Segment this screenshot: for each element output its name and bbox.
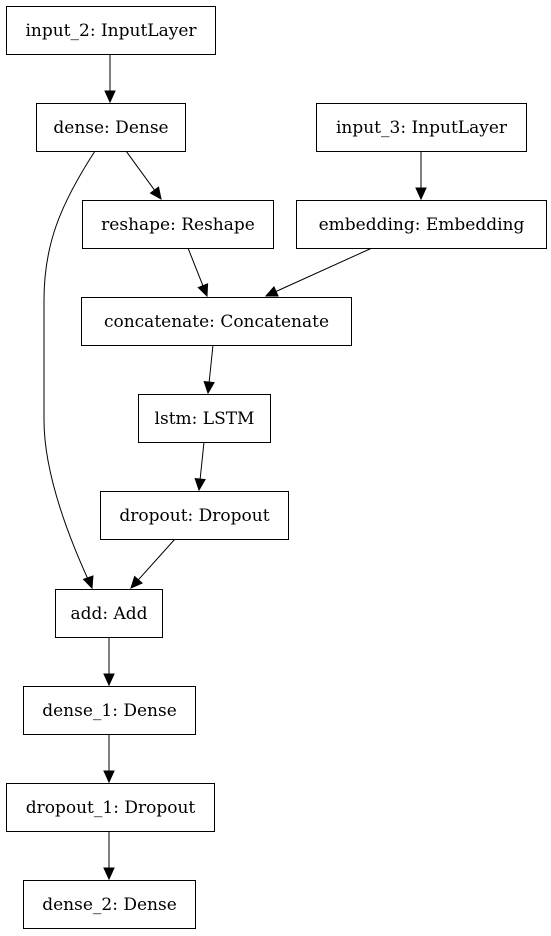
node-label: embedding: Embedding (319, 215, 525, 235)
node-label: dense_1: Dense (42, 701, 177, 721)
arrowhead-icon (194, 477, 206, 492)
node-label: input_2: InputLayer (25, 21, 197, 41)
node-dense-1: dense_1: Dense (23, 686, 196, 735)
node-dense-2: dense_2: Dense (23, 880, 196, 929)
node-add: add: Add (55, 589, 163, 638)
node-input-3: input_3: InputLayer (316, 103, 527, 152)
nodes-layer: input_2: InputLayer dense: Dense input_3: … (6, 6, 547, 929)
node-box (81, 297, 352, 346)
edge-line (187, 247, 204, 287)
node-box (316, 103, 527, 152)
arrowhead-icon (82, 575, 94, 590)
edge-line (199, 441, 205, 481)
edge-dropout-to-add (130, 538, 176, 589)
edge-input_2-to-dense (104, 54, 116, 104)
arrowhead-icon (197, 283, 209, 298)
edge-line (274, 247, 373, 293)
edge-dropout_1-to-dense_2 (103, 831, 115, 881)
edges-layer (43, 54, 427, 881)
edge-dense_1-to-dropout_1 (103, 734, 115, 784)
arrowhead-icon (264, 285, 279, 297)
edge-line (208, 344, 214, 384)
node-label: dense: Dense (53, 118, 168, 138)
node-box (138, 394, 271, 443)
node-box (23, 880, 196, 929)
node-box (296, 200, 547, 249)
arrowhead-icon (203, 380, 215, 395)
node-box (55, 589, 163, 638)
arrowhead-icon (104, 90, 116, 104)
node-box (23, 686, 196, 735)
node-embedding: embedding: Embedding (296, 200, 547, 249)
edge-line (137, 538, 176, 581)
node-label: input_3: InputLayer (336, 118, 508, 138)
node-label: add: Add (70, 604, 147, 624)
node-dense: dense: Dense (36, 103, 186, 152)
node-concatenate: concatenate: Concatenate (81, 297, 352, 346)
edge-dense-to-reshape (125, 150, 162, 200)
arrowhead-icon (130, 575, 143, 589)
node-box (82, 200, 274, 249)
node-box (6, 783, 215, 832)
edge-line (125, 150, 156, 192)
node-dropout-1: dropout_1: Dropout (6, 783, 215, 832)
node-dropout: dropout: Dropout (100, 491, 289, 540)
edge-dense-to-add (43, 150, 96, 590)
edge-concatenate-to-lstm (203, 344, 215, 395)
arrowhead-icon (103, 673, 115, 687)
edge-line (43, 150, 96, 589)
node-lstm: lstm: LSTM (138, 394, 271, 443)
node-label: concatenate: Concatenate (104, 312, 329, 332)
node-label: reshape: Reshape (101, 215, 255, 235)
node-label: dense_2: Dense (42, 895, 177, 915)
arrowhead-icon (415, 187, 427, 201)
arrowhead-icon (149, 186, 162, 200)
node-box (36, 103, 186, 152)
arrowhead-icon (103, 770, 115, 784)
edge-embedding-to-concatenate (264, 247, 373, 297)
edge-add-to-dense_1 (103, 637, 115, 687)
node-box (100, 491, 289, 540)
arrowhead-icon (103, 867, 115, 881)
edge-reshape-to-concatenate (187, 247, 209, 298)
node-label: dropout: Dropout (119, 506, 269, 526)
node-box (6, 6, 216, 55)
node-input-2: input_2: InputLayer (6, 6, 216, 55)
edge-input_3-to-embedding (415, 151, 427, 201)
node-label: dropout_1: Dropout (26, 798, 196, 818)
edge-lstm-to-dropout (194, 441, 206, 492)
node-label: lstm: LSTM (155, 409, 255, 429)
node-reshape: reshape: Reshape (82, 200, 274, 249)
